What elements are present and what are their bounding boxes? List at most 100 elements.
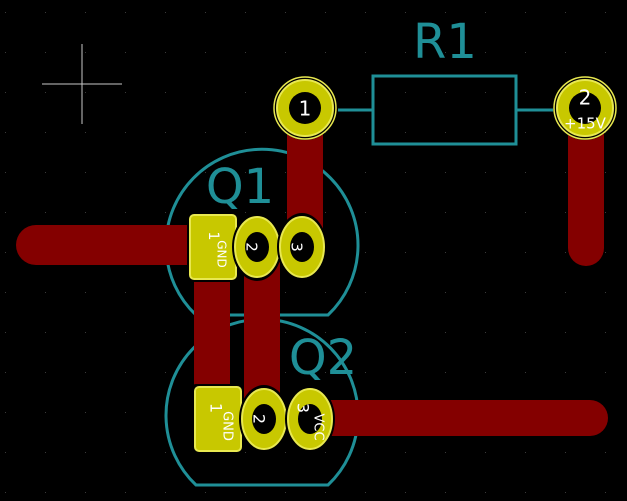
r1-pad-1[interactable]: 1 (273, 76, 337, 140)
grid-dot (485, 52, 486, 53)
grid-dot (525, 372, 526, 373)
grid-dot (325, 492, 326, 493)
grid-dot (165, 52, 166, 53)
q2-pad-2[interactable]: 2 (239, 385, 289, 453)
q1-pad-3[interactable]: 3 (277, 213, 327, 281)
grid-dot (125, 372, 126, 373)
grid-dot (165, 492, 166, 493)
grid-dot (325, 332, 326, 333)
grid-dot (565, 372, 566, 373)
q1-pad-1[interactable]: 1 GND (187, 212, 239, 282)
grid-dot (485, 132, 486, 133)
r1-pad-2-net: +15V (564, 115, 607, 133)
q2-pad-3[interactable]: 3 VCC (285, 385, 335, 453)
grid-dot (565, 492, 566, 493)
q2-pad-1-net: GND (220, 411, 235, 441)
grid-dot (85, 12, 86, 13)
grid-dot (365, 372, 366, 373)
q1-pad-2-number: 2 (243, 242, 261, 252)
grid-dot (445, 332, 446, 333)
grid-dot (245, 452, 246, 453)
grid-dot (405, 12, 406, 13)
grid-dot (285, 452, 286, 453)
grid-dot (165, 212, 166, 213)
grid-dot (85, 132, 86, 133)
grid-dot (525, 12, 526, 13)
r1-pad-2[interactable]: 2 +15V (553, 76, 617, 140)
q1-reference[interactable]: Q1 (206, 159, 274, 215)
grid-dot (605, 492, 606, 493)
grid-dot (285, 12, 286, 13)
grid-dot (165, 132, 166, 133)
grid-dot (445, 92, 446, 93)
grid-dot (45, 212, 46, 213)
grid-dot (205, 12, 206, 13)
grid-dot (365, 452, 366, 453)
grid-dot (125, 292, 126, 293)
grid-dot (125, 52, 126, 53)
grid-dot (45, 412, 46, 413)
grid-dot (605, 172, 606, 173)
q2-pad-3-net: VCC (311, 413, 326, 440)
grid-dot (525, 492, 526, 493)
grid-dot (405, 172, 406, 173)
grid-dot (565, 52, 566, 53)
grid-dot (325, 12, 326, 13)
grid-dot (565, 12, 566, 13)
grid-dot (165, 372, 166, 373)
grid-dot (45, 332, 46, 333)
crosshair-cursor-icon (42, 44, 122, 124)
grid-dot (125, 452, 126, 453)
q2-pad-1-number: 1 (207, 403, 226, 413)
grid-dot (45, 292, 46, 293)
grid-dot (45, 92, 46, 93)
grid-dot (245, 12, 246, 13)
grid-dot (5, 452, 6, 453)
grid-dot (565, 252, 566, 253)
grid-dot (525, 252, 526, 253)
grid-dot (45, 452, 46, 453)
grid-dot (125, 212, 126, 213)
grid-dot (445, 12, 446, 13)
q2-pad-1[interactable]: 1 GND (192, 384, 244, 454)
grid-dot (365, 492, 366, 493)
grid-dot (405, 452, 406, 453)
grid-dot (365, 212, 366, 213)
grid-dot (5, 412, 6, 413)
q1-pad-1-net: GND (215, 240, 229, 268)
r1-body-outline (371, 74, 518, 146)
q2-pad-3-number: 3 (294, 403, 313, 413)
grid-dot (365, 12, 366, 13)
grid-dot (485, 12, 486, 13)
grid-dot (405, 292, 406, 293)
grid-dot (365, 132, 366, 133)
grid-dot (5, 372, 6, 373)
r1-pad-2-number: 2 (579, 86, 592, 110)
q1-pad-3-number: 3 (288, 242, 306, 252)
grid-dot (45, 52, 46, 53)
grid-dot (165, 332, 166, 333)
grid-dot (605, 332, 606, 333)
grid-dot (85, 412, 86, 413)
grid-dot (5, 12, 6, 13)
grid-dot (525, 212, 526, 213)
grid-dot (565, 452, 566, 453)
grid-dot (245, 52, 246, 53)
grid-dot (445, 132, 446, 133)
q1-pad-2[interactable]: 2 (232, 213, 282, 281)
grid-dot (5, 212, 6, 213)
r1-reference[interactable]: R1 (413, 14, 477, 70)
grid-dot (285, 372, 286, 373)
grid-dot (85, 332, 86, 333)
grid-dot (525, 92, 526, 93)
grid-dot (365, 52, 366, 53)
grid-dot (5, 92, 6, 93)
q2-reference[interactable]: Q2 (289, 330, 357, 386)
grid-dot (485, 92, 486, 93)
grid-dot (125, 92, 126, 93)
grid-dot (85, 452, 86, 453)
grid-dot (525, 52, 526, 53)
grid-dot (245, 492, 246, 493)
